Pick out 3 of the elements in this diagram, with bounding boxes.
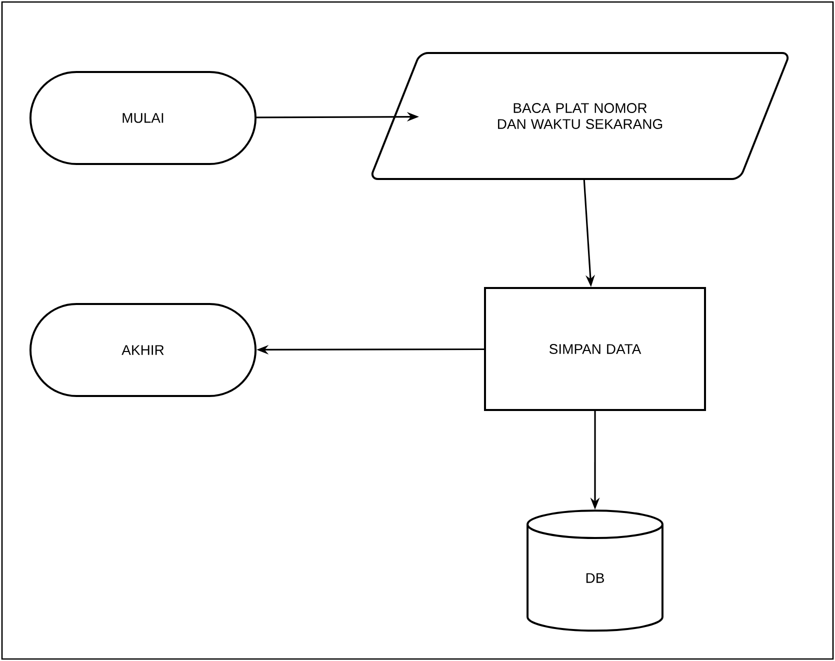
process-box: SIMPAN DATA [484, 287, 706, 411]
database-cylinder: DB [526, 510, 664, 632]
input-parallelogram: BACA PLAT NOMOR DAN WAKTU SEKARANG [371, 52, 789, 180]
